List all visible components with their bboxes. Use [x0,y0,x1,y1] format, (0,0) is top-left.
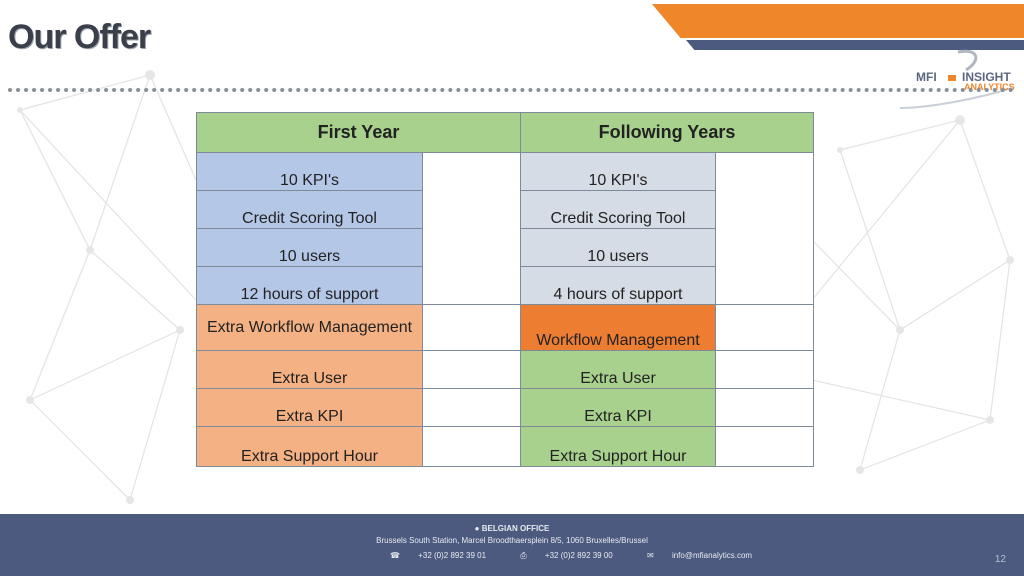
following-years-cell: Credit Scoring Tool [520,190,716,229]
empty-cell [715,388,814,427]
empty-cell [422,350,521,389]
table-row: Extra Workflow Management Workflow Manag… [196,304,814,351]
following-years-cell: Extra KPI [520,388,716,427]
header-first-year: First Year [196,112,521,153]
logo-analytics-text: ANALYTICS [964,82,1015,92]
table-row: Credit Scoring Tool Credit Scoring Tool [196,190,814,229]
empty-cell [715,426,814,467]
office-label: BELGIAN OFFICE [481,524,550,533]
email-group: ✉ info@mfianalytics.com [647,551,768,560]
empty-cell [422,426,521,467]
table-row: Extra KPI Extra KPI [196,388,814,427]
first-year-cell: Extra User [196,350,423,389]
following-years-cell: Extra User [520,350,716,389]
header-orange-band [652,4,1024,38]
email-link[interactable]: info@mfianalytics.com [671,551,753,560]
empty-cell [422,304,521,351]
empty-cell [422,152,521,305]
first-year-cell: Extra Support Hour [196,426,423,467]
location-pin-icon: ● [474,524,480,533]
following-years-cell: 4 hours of support [520,266,716,305]
table-row: 10 users 10 users [196,228,814,267]
table-row: Extra User Extra User [196,350,814,389]
empty-cell [422,388,521,427]
logo-square-icon [948,75,956,81]
page-title: Our Offer [8,18,151,56]
table-header-row: First Year Following Years [196,112,814,153]
empty-cell [715,152,814,305]
phone-group: ☎ +32 (0)2 892 39 01 [390,551,502,560]
footer-address: Brussels South Station, Marcel Broodthae… [376,536,648,545]
footer-bar: ● BELGIAN OFFICE Brussels South Station,… [0,514,1024,576]
empty-cell [715,350,814,389]
company-logo: MFI INSIGHT ANALYTICS [900,48,1016,114]
logo-insight-text: INSIGHT [962,70,1011,84]
phone-icon: ☎ [390,551,400,560]
first-year-cell: Extra Workflow Management [196,304,423,351]
following-years-cell: Extra Support Hour [520,426,716,467]
following-years-cell: 10 users [520,228,716,267]
following-years-cell: 10 KPI's [520,152,716,191]
table-row: 12 hours of support 4 hours of support [196,266,814,305]
logo-mfi-text: MFI [916,70,937,84]
table-row: Extra Support Hour Extra Support Hour [196,426,814,467]
title-dotted-divider [8,88,1014,92]
first-year-cell: Extra KPI [196,388,423,427]
first-year-cell: Credit Scoring Tool [196,190,423,229]
first-year-cell: 10 KPI's [196,152,423,191]
page-number: 12 [994,554,1006,565]
header-following-years: Following Years [520,112,814,153]
first-year-cell: 10 users [196,228,423,267]
email-icon: ✉ [647,551,654,560]
first-year-cell: 12 hours of support [196,266,423,305]
fax-group: ⎙ +32 (0)2 892 39 00 [520,551,628,560]
fax-icon: ⎙ [520,551,527,560]
footer-contact: ☎ +32 (0)2 892 39 01 ⎙ +32 (0)2 892 39 0… [390,551,784,561]
offer-table: First Year Following Years 10 KPI's 10 K… [196,112,814,467]
table-row: 10 KPI's 10 KPI's [196,152,814,305]
phone-number: +32 (0)2 892 39 01 [418,551,487,560]
empty-cell [715,304,814,351]
following-years-cell: Workflow Management [520,304,716,351]
fax-number: +32 (0)2 892 39 00 [544,551,613,560]
footer-office: ● BELGIAN OFFICE [0,524,1024,533]
